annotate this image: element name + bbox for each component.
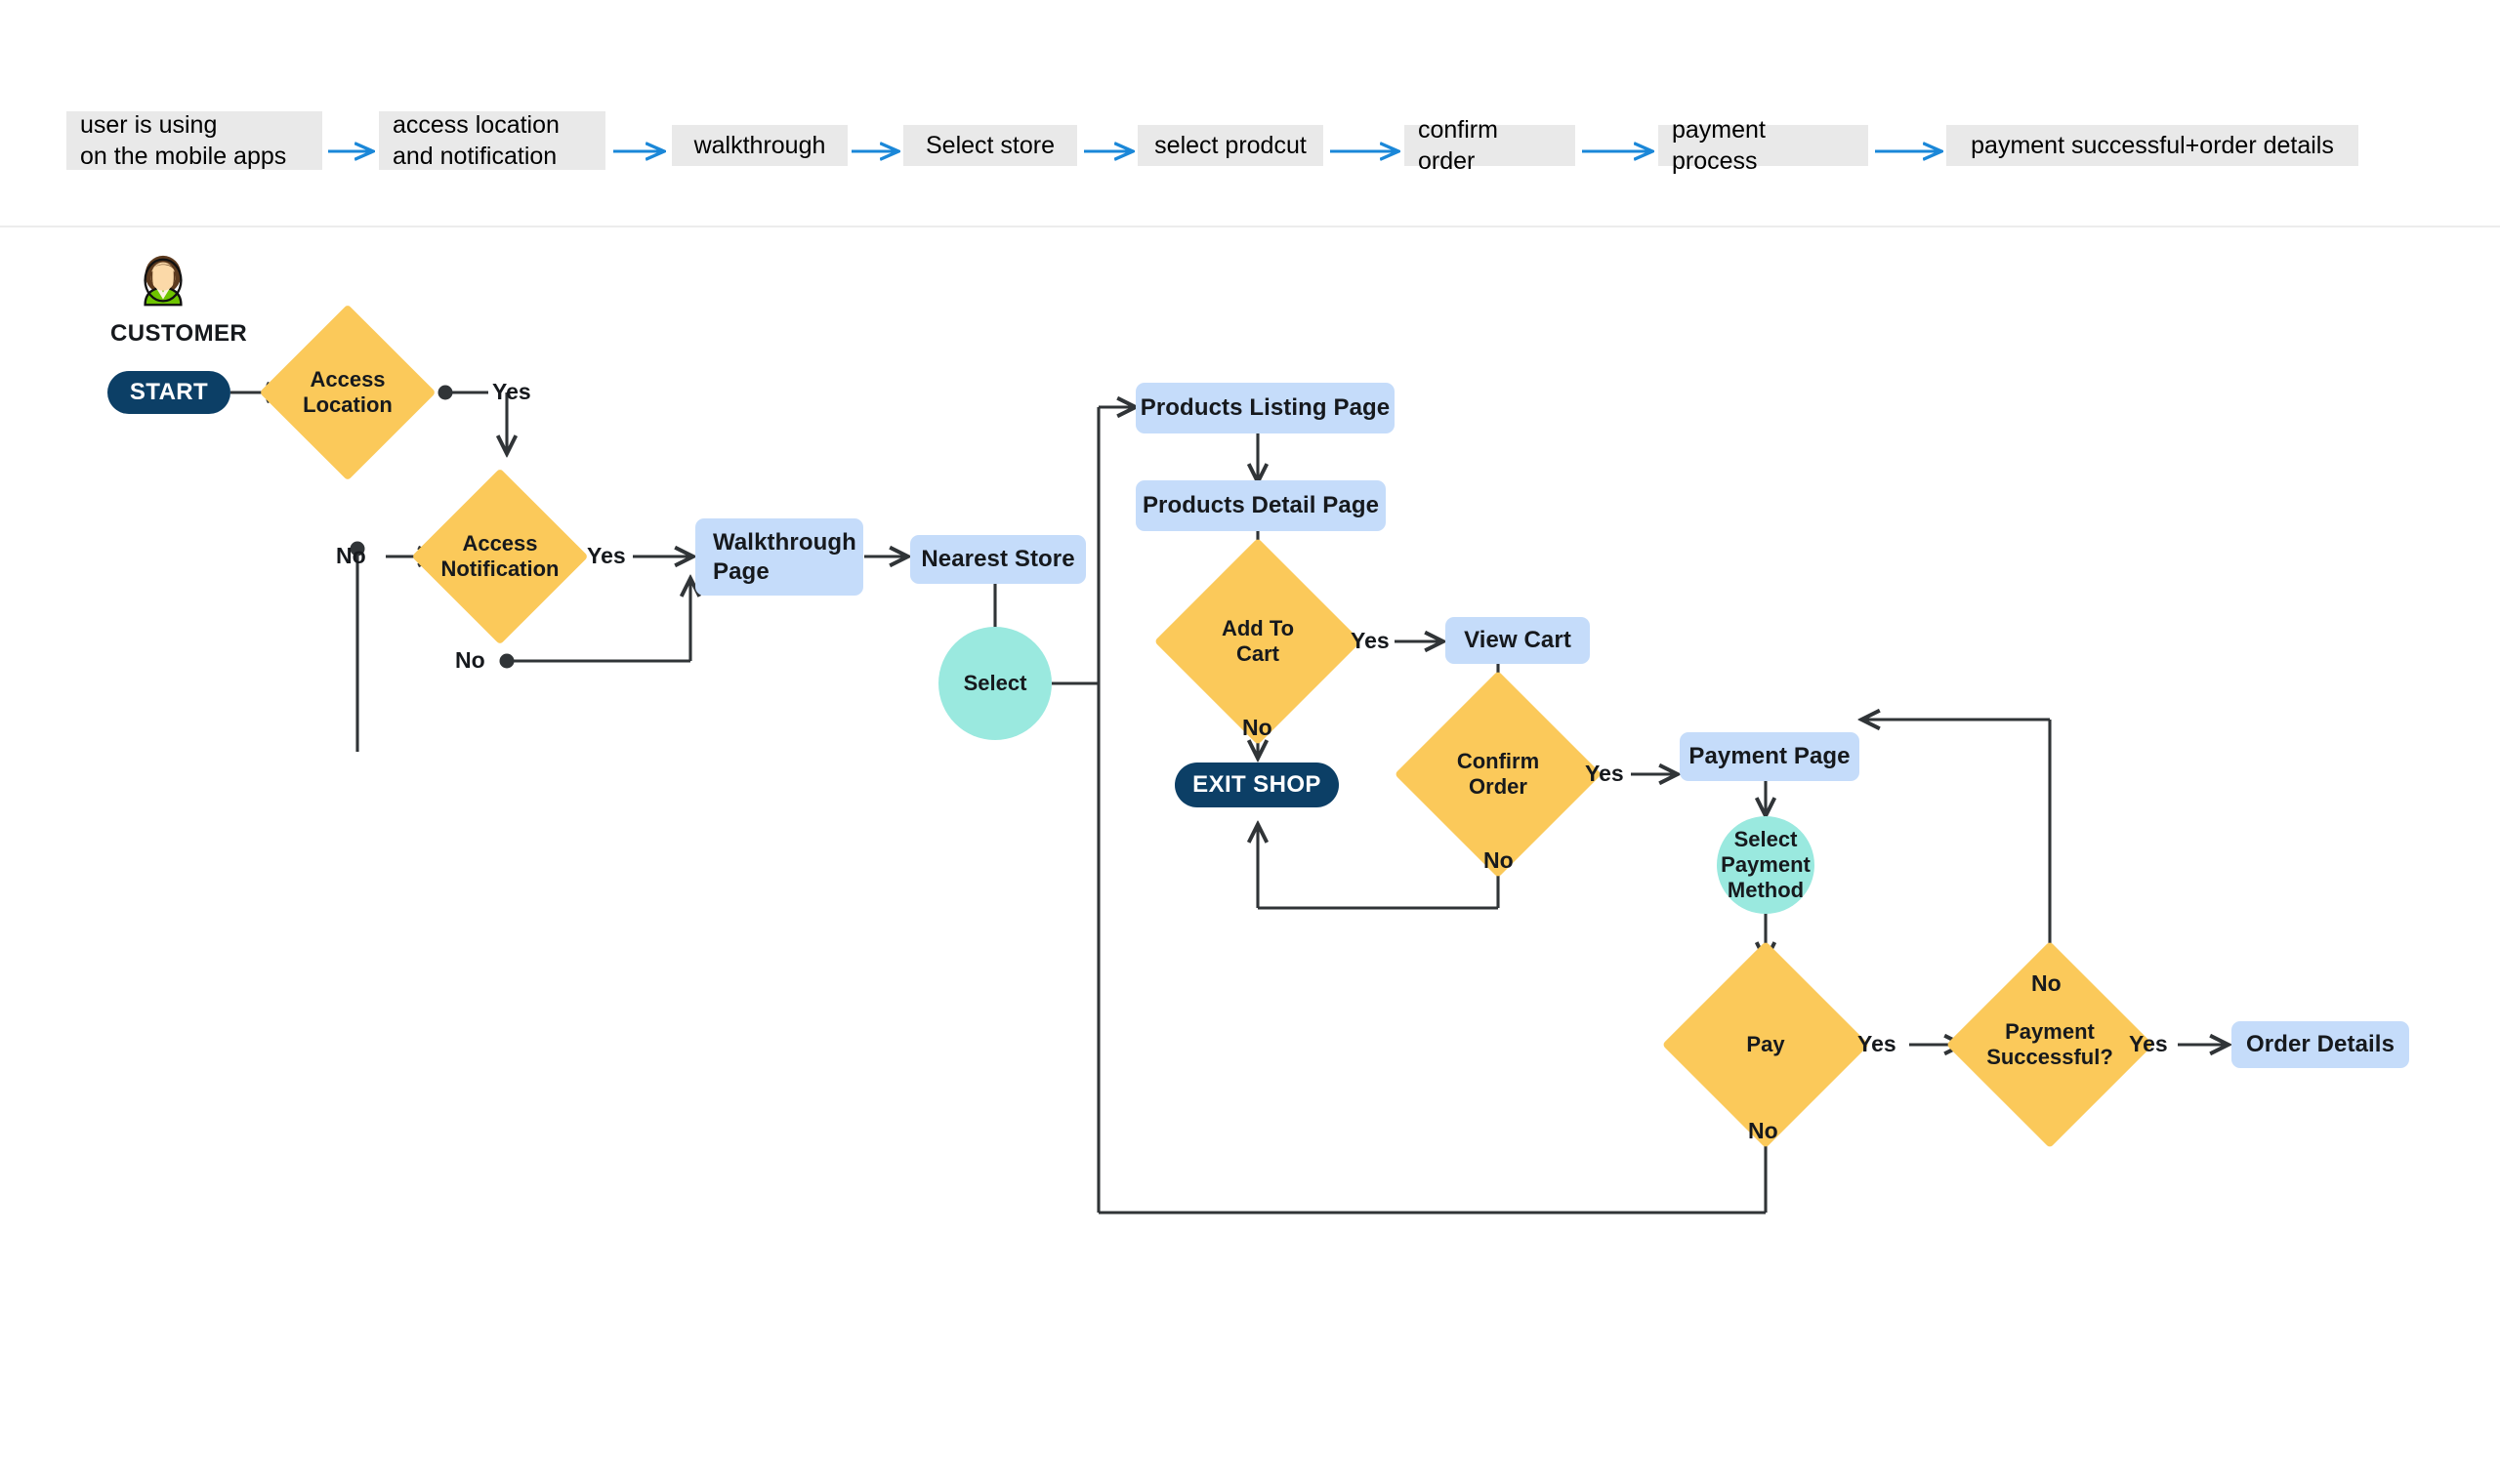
node-select-payment-method[interactable]: Select Payment Method	[1717, 816, 1814, 914]
edge-label-payment-successful-no: No	[2031, 970, 2062, 996]
breadcrumb-step-2[interactable]: access location and notification	[379, 111, 605, 170]
breadcrumb: user is using on the mobile apps access …	[0, 0, 2500, 227]
node-confirm-order[interactable]: Confirm Order	[1394, 670, 1603, 879]
header-divider	[0, 226, 2500, 227]
node-select[interactable]: Select	[938, 627, 1052, 740]
edge-label-access-location-no: No	[336, 543, 366, 568]
node-walkthrough-page[interactable]: Walkthrough Page	[695, 518, 863, 596]
flow-connectors	[230, 227, 2500, 1215]
node-add-to-cart[interactable]: Add To Cart	[1153, 537, 1362, 746]
node-access-notification[interactable]: Access Notification	[411, 468, 589, 645]
node-products-listing-page[interactable]: Products Listing Page	[1136, 383, 1395, 433]
node-exit-shop[interactable]: EXIT SHOP	[1175, 763, 1339, 807]
node-start[interactable]: START	[107, 371, 230, 414]
edge-label-confirm-order-no: No	[1483, 847, 1514, 873]
breadcrumb-arrows	[328, 0, 2500, 227]
breadcrumb-step-7[interactable]: payment process	[1658, 116, 1868, 175]
swimlane-actor-label: CUSTOMER	[110, 320, 248, 347]
diamond-shape	[259, 304, 437, 481]
edge-label-confirm-order-yes: Yes	[1585, 761, 1624, 786]
edge-label-access-location-yes: Yes	[492, 379, 531, 404]
flowchart-canvas: CUSTOMER START Access Location Access No…	[0, 227, 2500, 1484]
edge-label-access-notification-no: No	[455, 647, 485, 673]
breadcrumb-step-1[interactable]: user is using on the mobile apps	[66, 111, 322, 170]
node-payment-page[interactable]: Payment Page	[1680, 732, 1859, 781]
edge-label-add-to-cart-no: No	[1242, 715, 1272, 740]
edge-label-payment-successful-yes: Yes	[2129, 1031, 2168, 1056]
diamond-shape	[411, 468, 589, 645]
edge-label-pay-yes: Yes	[1857, 1031, 1896, 1056]
edge-label-pay-no: No	[1748, 1118, 1778, 1143]
node-products-detail-page[interactable]: Products Detail Page	[1136, 480, 1386, 531]
customer-avatar-icon	[133, 252, 193, 312]
node-nearest-store[interactable]: Nearest Store	[910, 535, 1086, 584]
edge-label-add-to-cart-yes: Yes	[1351, 628, 1390, 653]
breadcrumb-step-3[interactable]: walkthrough	[672, 125, 848, 166]
edge-label-access-notification-yes: Yes	[587, 543, 626, 568]
node-view-cart[interactable]: View Cart	[1445, 617, 1590, 664]
breadcrumb-step-4[interactable]: Select store	[903, 125, 1077, 166]
node-order-details[interactable]: Order Details	[2231, 1021, 2409, 1068]
node-pay[interactable]: Pay	[1661, 940, 1870, 1149]
node-access-location[interactable]: Access Location	[259, 304, 437, 481]
breadcrumb-step-6[interactable]: confirm order	[1404, 116, 1575, 175]
breadcrumb-step-8[interactable]: payment successful+order details	[1946, 125, 2358, 166]
breadcrumb-step-5[interactable]: select prodcut	[1138, 125, 1323, 166]
